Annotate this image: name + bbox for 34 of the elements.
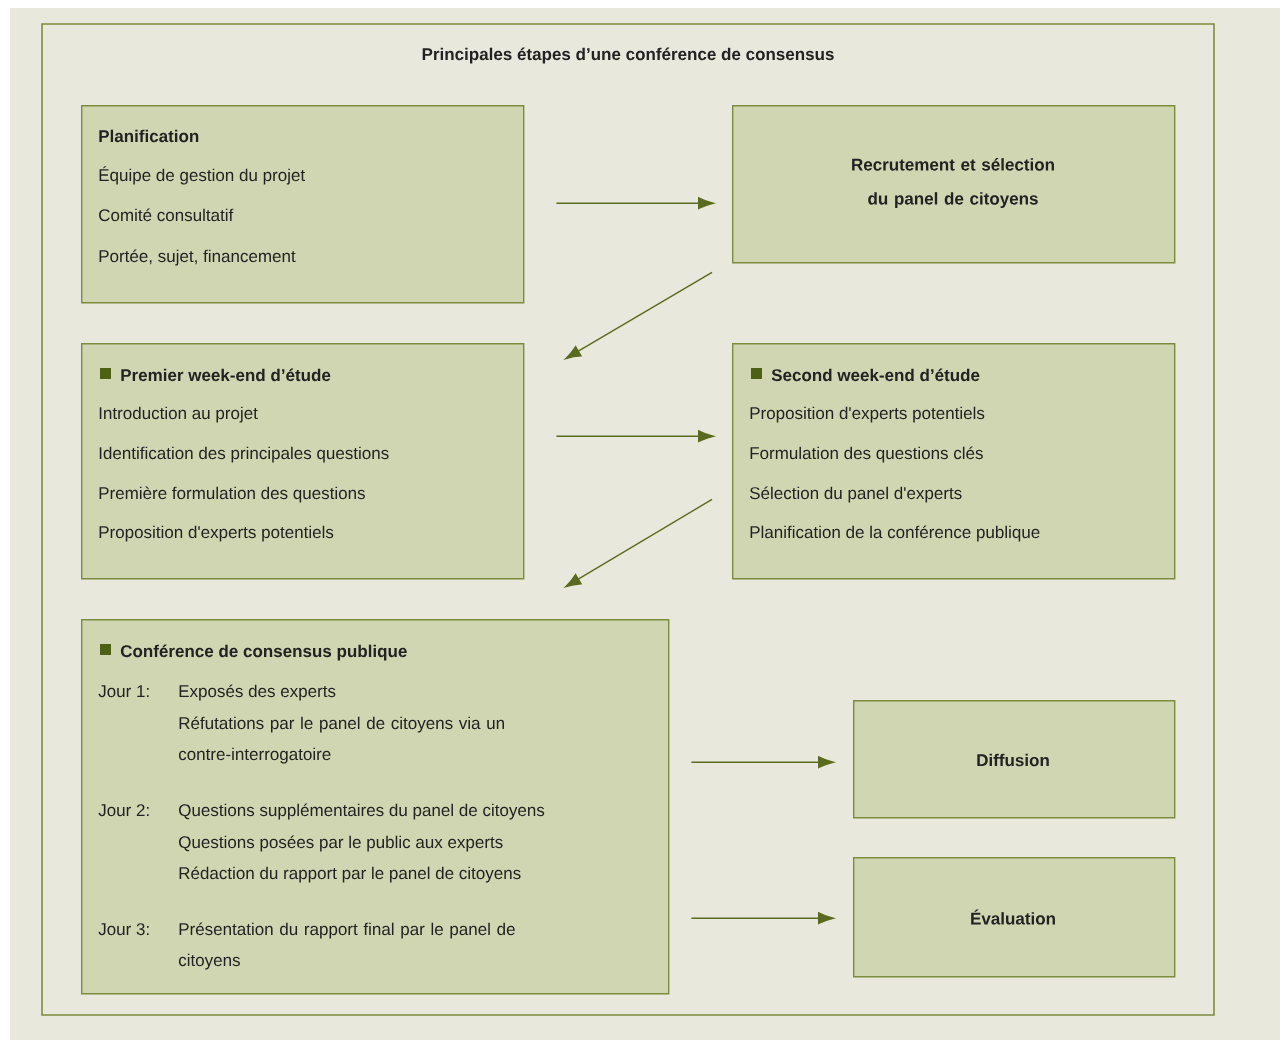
node-label: Sélection du panel d'experts (749, 486, 962, 503)
process-box: Diffusion (853, 700, 1176, 819)
node-label: Premier week-end d’étude (121, 368, 331, 382)
process-box: Second week-end d’étude Proposition d'experts potentiels Formulation des questions clés Sélection du panel d'experts Planification de la conférence publique (732, 343, 1176, 580)
arrow (555, 430, 714, 443)
node-label: Première formulation des questions (99, 486, 365, 503)
node-label: Jour 3: (98, 923, 149, 936)
arrow (690, 756, 834, 769)
process-box: Conférence de consensus publique Jour 1: Exposés des experts Réfutations par le panel de citoyens via un contre-interrogatoire Jour 2: Questions supplémentaires du panel de citoyens Questions posées par le public aux experts Rédaction du rapport par le panel de citoyens Jour 3: Présentation du rapport final par le panel de citoyens (81, 619, 670, 995)
node-label: Second week-end d’étude (771, 368, 980, 382)
node-label: Introduction au projet (99, 406, 258, 423)
process-box: Évaluation (853, 857, 1176, 978)
arrow (565, 498, 713, 588)
process-box: Premier week-end d’étude Introduction au projet Identification des principales questions Première formulation des questions Proposition d'experts potentiels (81, 343, 525, 580)
process-box: Planification Équipe de gestion du projet Comité consultatif Portée, sujet, financement (81, 105, 525, 304)
node-label: Jour 2: (98, 804, 149, 817)
node-label: Formulation des questions clés (750, 446, 983, 463)
node-label: Planification de la conférence publique (750, 525, 1040, 542)
node-label: Rédaction du rapport par le panel de citoyens (179, 866, 521, 883)
node-label: Questions posées par le public aux experts (179, 835, 503, 852)
node-label: Exposés des experts (179, 684, 336, 701)
node-label: Proposition d'experts potentiels (750, 406, 985, 423)
process-box: Recrutement et sélection du panel de citoyens (732, 105, 1176, 264)
arrow (690, 912, 834, 925)
node-label: Conférence de consensus publique (120, 644, 407, 661)
node-label: Proposition d'experts potentiels (99, 525, 334, 542)
node-label: Jour 1: (98, 685, 149, 698)
node-label: Présentation du rapport final par le panel de citoyens (178, 922, 515, 970)
title: Principales étapes d’une conférence de consensus (422, 47, 834, 64)
arrow (565, 271, 713, 360)
node-label: Questions supplémentaires du panel de citoyens (179, 803, 545, 820)
node-label: Identification des principales questions (99, 446, 389, 463)
node-label: Réfutations par le panel de citoyens via un contre-interrogatoire (178, 716, 504, 764)
arrow (555, 197, 714, 210)
